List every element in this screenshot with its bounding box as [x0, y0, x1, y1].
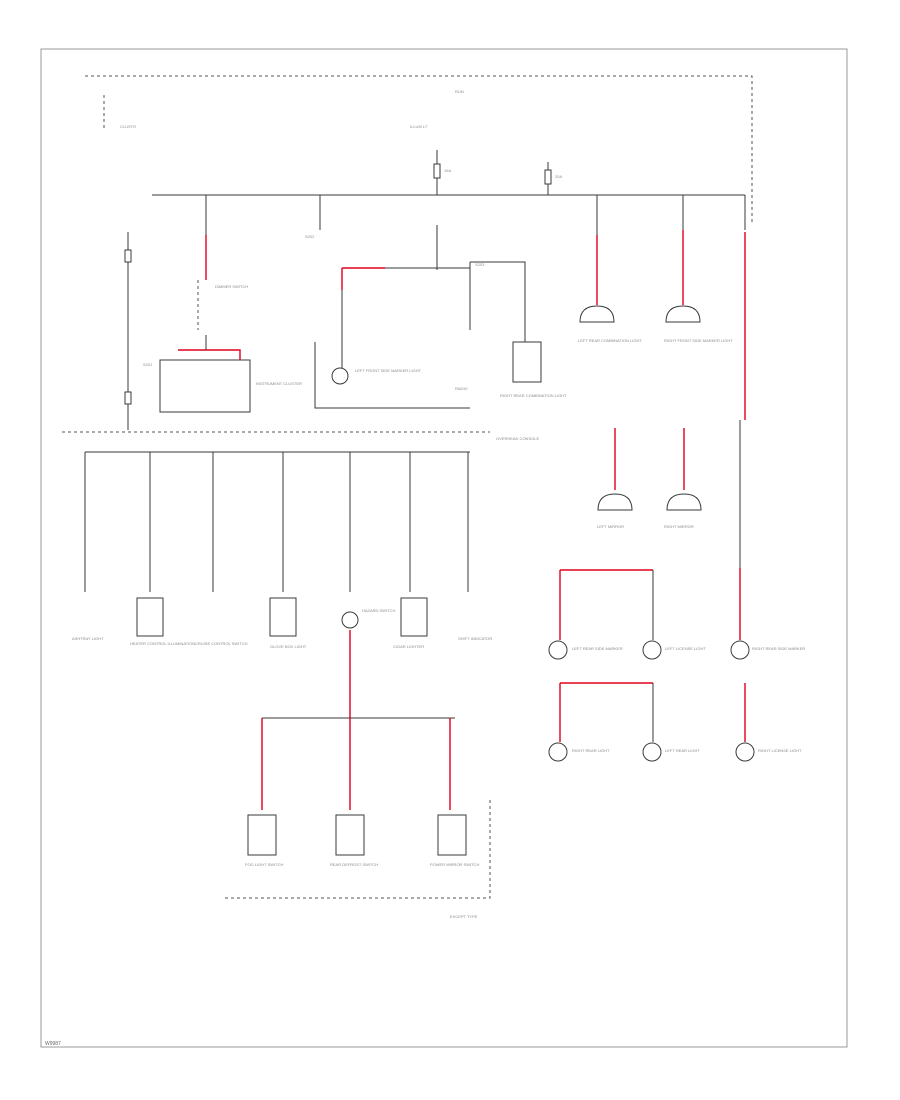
right-front-marker-bulb	[665, 305, 701, 323]
fog-switch-box	[247, 814, 277, 856]
svg-text:RIGHT REAR SIDE MARKER: RIGHT REAR SIDE MARKER	[752, 646, 805, 651]
label-dimmer: DIMMER SWITCH	[215, 284, 248, 289]
radio-box	[512, 341, 542, 383]
label-illum-lt: ILLUM LT	[410, 124, 428, 129]
svg-text:RIGHT REAR COMBINATION LIGHT: RIGHT REAR COMBINATION LIGHT	[500, 393, 567, 398]
svg-text:LEFT LICENSE LIGHT: LEFT LICENSE LIGHT	[665, 646, 706, 651]
svg-text:RIGHT LICENSE LIGHT: RIGHT LICENSE LIGHT	[758, 748, 802, 753]
right-mirror-bulb	[666, 493, 702, 511]
top-dashed-bus	[85, 75, 753, 225]
svg-text:RADIO: RADIO	[455, 386, 468, 391]
svg-text:LEFT MIRROR: LEFT MIRROR	[597, 524, 624, 529]
label-instrument-cluster: INSTRUMENT CLUSTER	[256, 381, 302, 386]
svg-text:REAR DEFROST SWITCH: REAR DEFROST SWITCH	[330, 862, 378, 867]
hazard-lamp	[341, 611, 359, 629]
left-front-side-marker-lamp	[331, 367, 349, 385]
right-rear-side-marker-lamp	[730, 640, 750, 660]
svg-text:LEFT FRONT SIDE MARKER LIGHT: LEFT FRONT SIDE MARKER LIGHT	[355, 368, 422, 373]
svg-text:EXCEPT TYPE: EXCEPT TYPE	[450, 914, 478, 919]
svg-text:SHIFT INDICATOR: SHIFT INDICATOR	[458, 636, 492, 641]
label-clustr: CLUSTR	[120, 124, 136, 129]
svg-text:S203: S203	[475, 262, 485, 267]
heater-control-box	[136, 597, 164, 637]
svg-text:RIGHT FRONT SIDE MARKER LIGHT: RIGHT FRONT SIDE MARKER LIGHT	[664, 338, 733, 343]
glove-box-light-box	[269, 597, 297, 637]
svg-text:S202: S202	[305, 234, 315, 239]
fuse-b	[544, 169, 552, 185]
left-mirror-bulb	[597, 493, 633, 511]
svg-text:HAZARD SWITCH: HAZARD SWITCH	[362, 608, 395, 613]
left-rear-lamp	[642, 742, 662, 762]
left-front-marker-bulb	[579, 305, 615, 323]
cigar-lighter-box	[400, 597, 428, 637]
svg-text:RIGHT MIRROR: RIGHT MIRROR	[664, 524, 694, 529]
left-rear-side-marker-lamp	[548, 640, 568, 660]
svg-text:POWER MIRROR SWITCH: POWER MIRROR SWITCH	[430, 862, 479, 867]
label-fuse-a: 15A	[444, 168, 451, 173]
diagram-border	[40, 48, 848, 1048]
svg-text:ASHTRAY LIGHT: ASHTRAY LIGHT	[72, 636, 104, 641]
svg-text:RIGHT REAR LIGHT: RIGHT REAR LIGHT	[572, 748, 610, 753]
power-mirror-box	[437, 814, 467, 856]
svg-text:CRUISE CONTROL SWITCH: CRUISE CONTROL SWITCH	[195, 641, 248, 646]
label-fuse-b: 20A	[555, 174, 562, 179]
svg-text:S201: S201	[143, 362, 153, 367]
dimmer-switch-box	[159, 359, 251, 413]
svg-text:LEFT REAR LIGHT: LEFT REAR LIGHT	[665, 748, 700, 753]
right-license-lamp	[735, 742, 755, 762]
svg-text:OVERHEAD CONSOLE: OVERHEAD CONSOLE	[496, 436, 539, 441]
svg-text:HEATER CONTROL ILLUMINATION: HEATER CONTROL ILLUMINATION	[130, 641, 195, 646]
fuse-a	[433, 163, 441, 179]
svg-text:LEFT REAR COMBINATION LIGHT: LEFT REAR COMBINATION LIGHT	[578, 338, 642, 343]
svg-text:CIGAR LIGHTER: CIGAR LIGHTER	[393, 644, 424, 649]
figure-code: W9987	[45, 1041, 61, 1047]
right-rear-lamp	[548, 742, 568, 762]
label-run: RUN	[455, 89, 464, 94]
left-license-lamp	[642, 640, 662, 660]
rear-defrost-box	[335, 814, 365, 856]
svg-text:FOG LIGHT SWITCH: FOG LIGHT SWITCH	[245, 862, 283, 867]
svg-text:GLOVE BOX LIGHT: GLOVE BOX LIGHT	[270, 644, 307, 649]
svg-text:LEFT REAR SIDE MARKER: LEFT REAR SIDE MARKER	[572, 646, 623, 651]
